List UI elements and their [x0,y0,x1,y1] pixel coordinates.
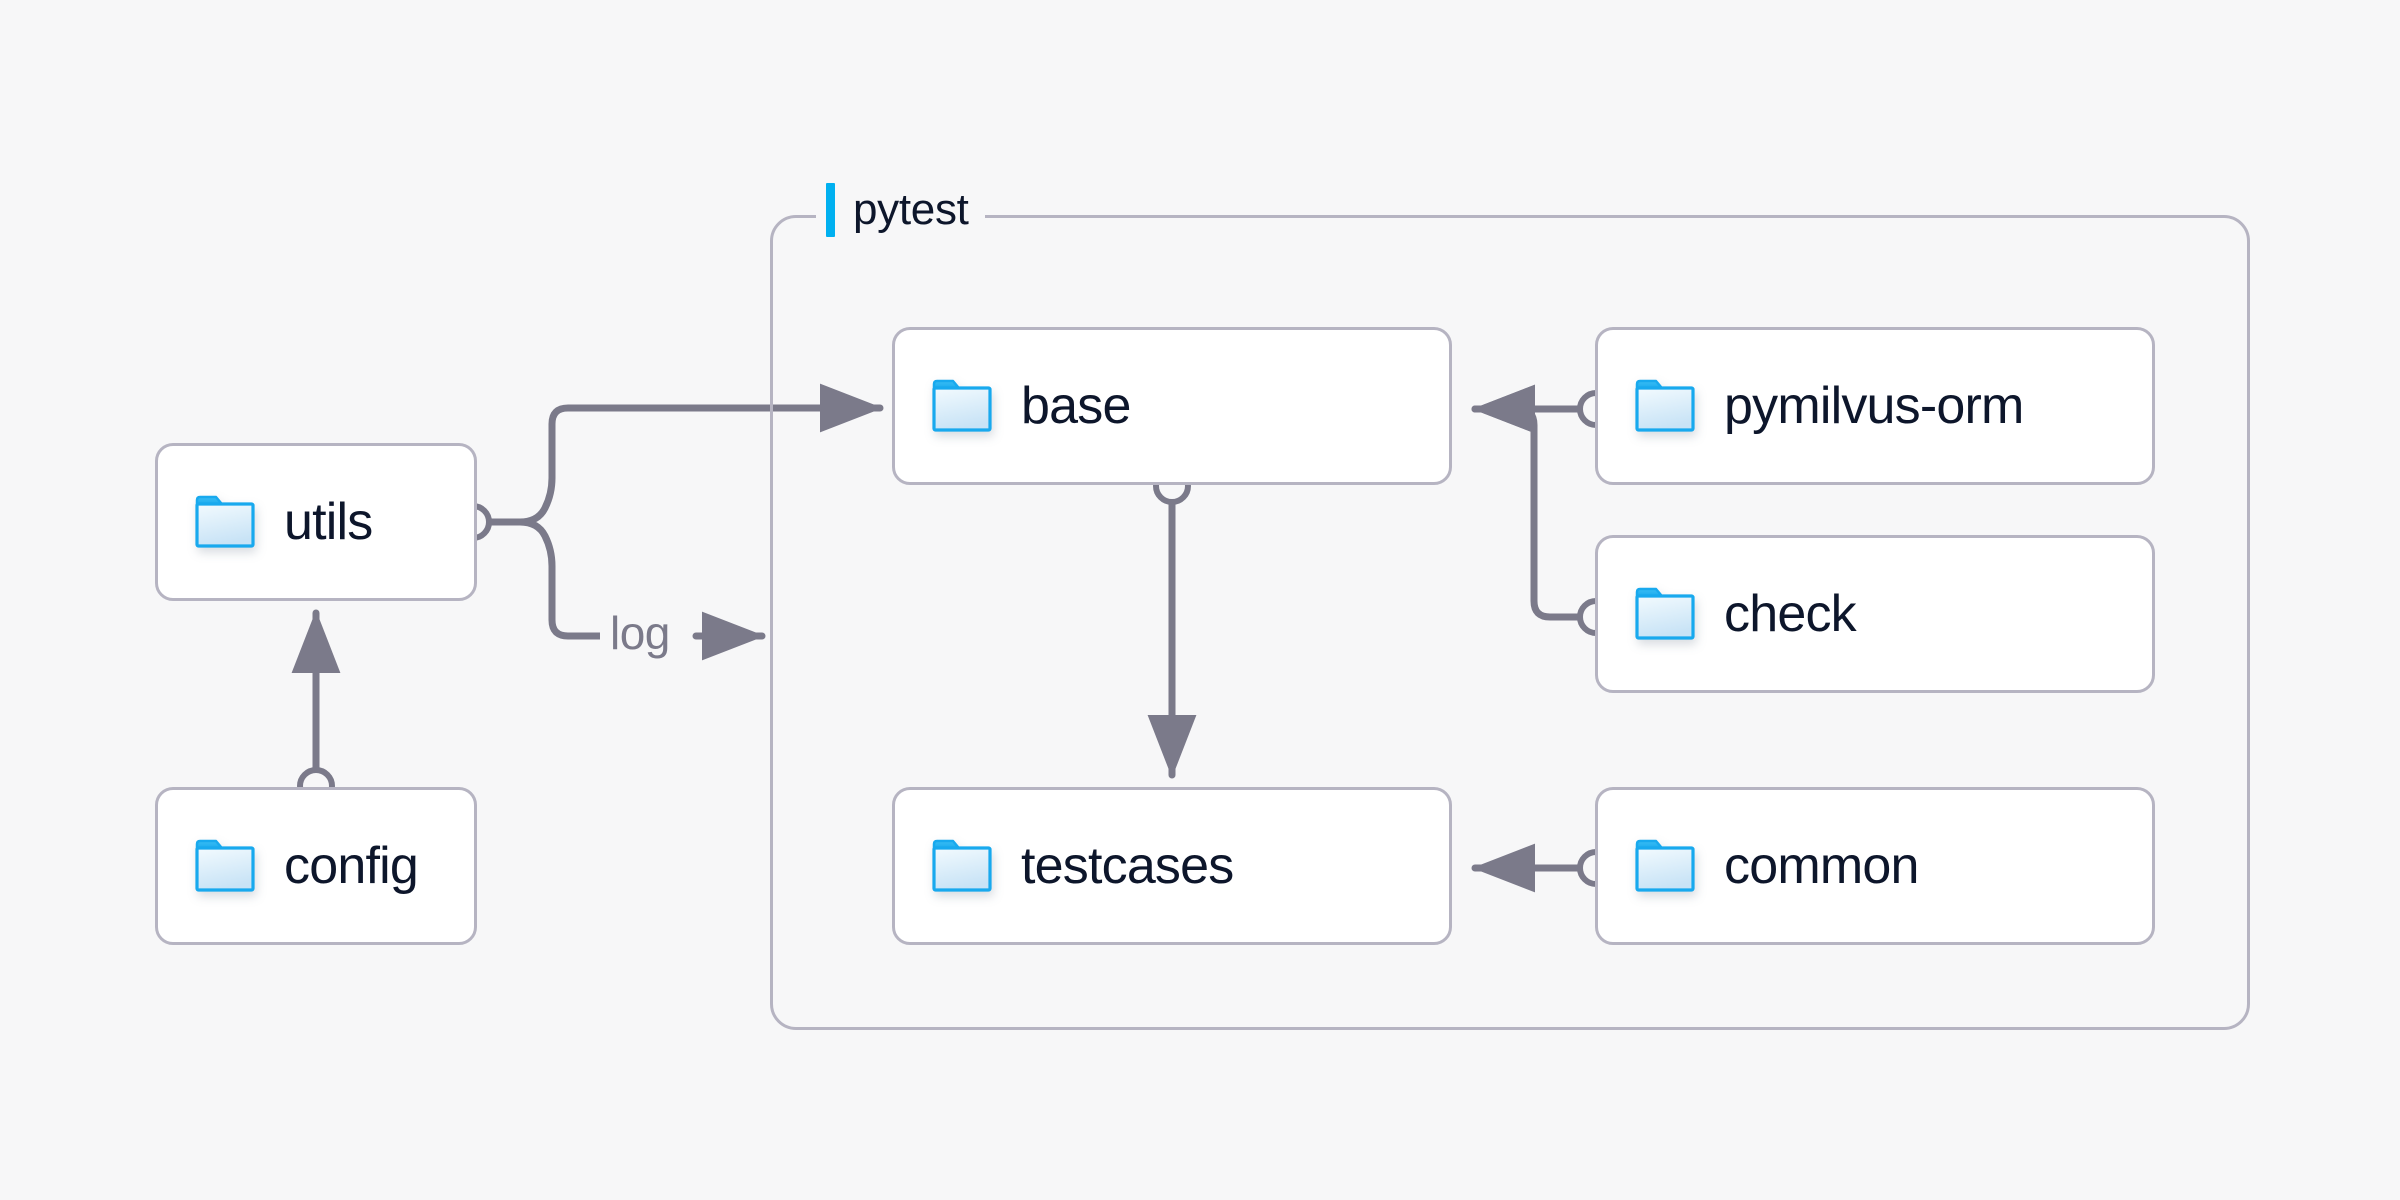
folder-icon [194,494,256,550]
node-label: config [284,837,419,895]
node-utils[interactable]: utils [155,443,477,601]
node-label: base [1021,377,1131,435]
node-config[interactable]: config [155,787,477,945]
node-check[interactable]: check [1595,535,2155,693]
node-label: utils [284,493,373,551]
node-label: check [1724,585,1857,643]
edge-label-log: log [600,610,680,656]
node-base[interactable]: base [892,327,1452,485]
folder-icon [1634,838,1696,894]
folder-icon [194,838,256,894]
folder-icon [1634,378,1696,434]
folder-icon [931,838,993,894]
node-label: testcases [1021,837,1234,895]
node-common[interactable]: common [1595,787,2155,945]
group-label: pytest [853,185,969,234]
node-label: pymilvus-orm [1724,377,2024,435]
group-pytest[interactable] [770,215,2250,1030]
node-pymilvus-orm[interactable]: pymilvus-orm [1595,327,2155,485]
folder-icon [1634,586,1696,642]
group-pytest-title: pytest [816,183,985,237]
node-label: common [1724,837,1919,895]
node-testcases[interactable]: testcases [892,787,1452,945]
folder-icon [931,378,993,434]
group-accent-bar [826,183,835,237]
